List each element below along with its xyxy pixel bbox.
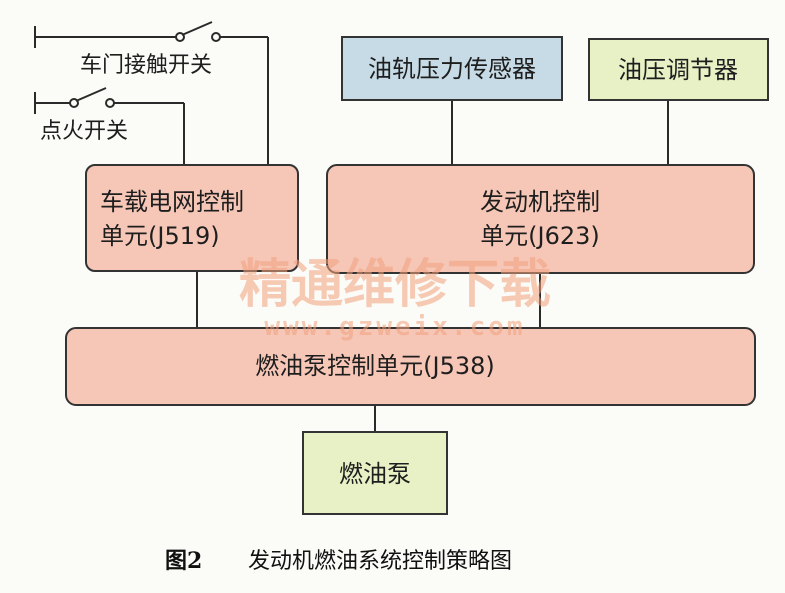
door-contact-switch-label: 车门接触开关 [80, 53, 212, 78]
figure-number: 图2 [165, 548, 202, 574]
figure-caption: 发动机燃油系统控制策略图 [248, 549, 512, 574]
onboard-supply-ecu-label-2: 单元(J519) [100, 222, 220, 250]
door-contact-switch [34, 21, 269, 165]
ignition-switch [34, 87, 185, 165]
onboard-supply-ecu-box [85, 164, 299, 272]
rail-pressure-sensor-box [341, 36, 563, 101]
pressure-regulator-box [588, 38, 769, 101]
onboard-supply-ecu-label-1: 车载电网控制 [100, 188, 244, 216]
engine-ecu-label-1: 发动机控制 [480, 188, 600, 216]
fuel-pump-label: 燃油泵 [339, 460, 411, 488]
watermark-url: www.gzweix.com [264, 312, 525, 342]
fuel-pump-ecu-label: 燃油泵控制单元(J538) [255, 352, 495, 380]
ignition-switch-label: 点火开关 [40, 119, 128, 144]
pressure-regulator-label: 油压调节器 [618, 56, 738, 84]
fuel-pump-ecu-box [65, 327, 756, 406]
engine-ecu-label-2: 单元(J623) [480, 222, 600, 250]
watermark-text: 精通维修下载 [239, 254, 551, 315]
engine-ecu-box [326, 164, 755, 274]
fuel-pump-box [302, 431, 448, 515]
rail-pressure-sensor-label: 油轨压力传感器 [368, 55, 536, 83]
